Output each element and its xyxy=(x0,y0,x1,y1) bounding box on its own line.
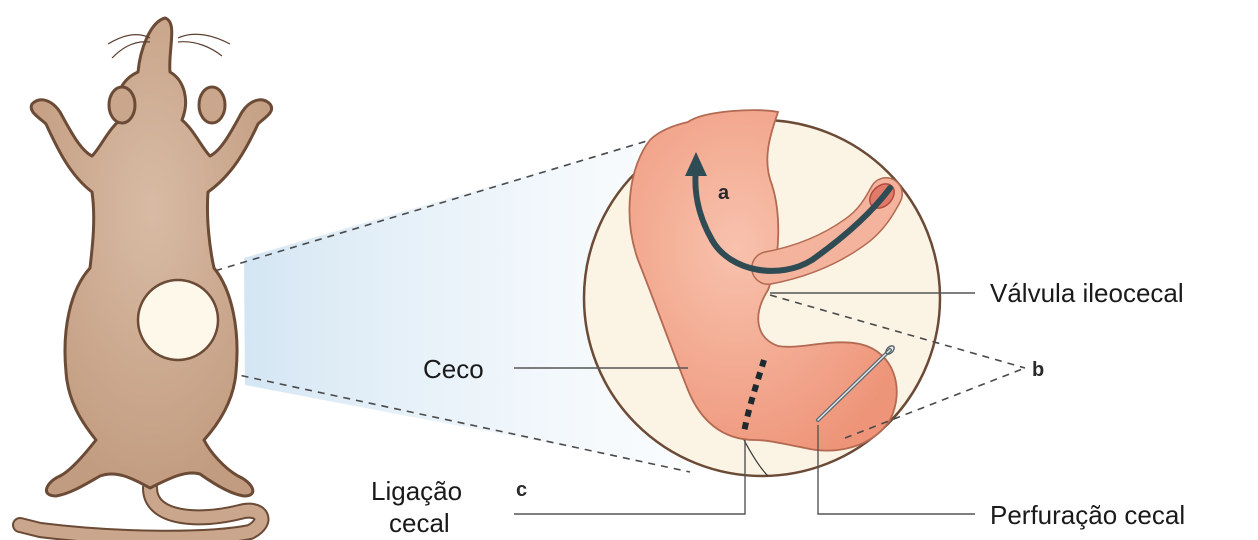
letter-c: c xyxy=(516,479,527,501)
valve-label: Válvula ileocecal xyxy=(990,278,1184,308)
letter-a: a xyxy=(718,182,730,204)
letter-b: b xyxy=(1032,359,1044,381)
incision-window xyxy=(138,280,218,360)
ligation-label-line2: cecal xyxy=(389,508,450,538)
mouse-illustration xyxy=(20,18,272,538)
perforation-label: Perfuração cecal xyxy=(990,500,1185,530)
cecum-label: Ceco xyxy=(423,354,484,384)
ligation-label-line1: Ligação xyxy=(371,476,462,506)
